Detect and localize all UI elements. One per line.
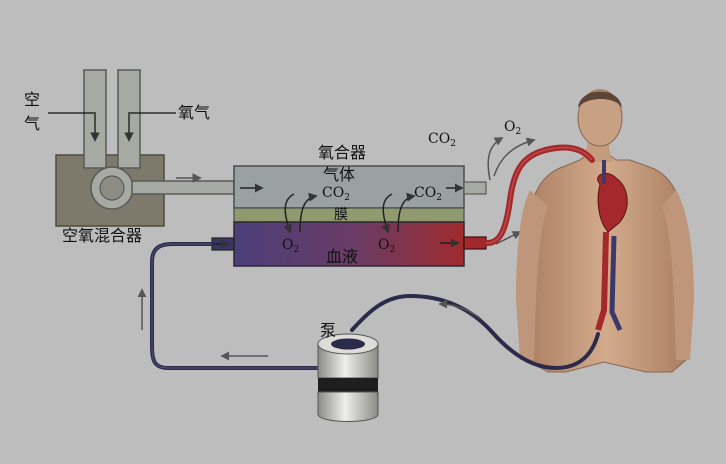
o2-label-blood-1: O2	[282, 237, 300, 255]
mixer-label: 空氧混合器	[62, 226, 143, 245]
mixer-outlet-tube	[131, 180, 235, 195]
vena-cava	[609, 235, 623, 332]
o2-exhaust-label: O2	[504, 119, 522, 137]
aorta	[595, 231, 609, 331]
blood-pump	[317, 333, 379, 422]
oxygenator	[208, 137, 536, 267]
gas-chamber	[233, 165, 465, 209]
co2-diffusion-arrow-2	[397, 192, 416, 233]
o2-diffusion-arrow-1	[283, 193, 295, 234]
air-label-char1: 空	[24, 90, 41, 109]
o2-exhaust-arrow	[493, 137, 536, 177]
membrane	[233, 207, 465, 223]
co2-label-gas-1: CO2	[322, 185, 350, 203]
right-arm	[662, 190, 694, 360]
o2-diffusion-arrow-2	[381, 193, 393, 234]
pump-lower	[317, 391, 379, 422]
pump-band	[318, 378, 378, 392]
to-body-arrow	[495, 231, 522, 245]
oxygen-inlet-label: 氧气	[178, 103, 211, 122]
pump-label: 泵	[320, 321, 337, 340]
co2-label-gas-2: CO2	[414, 185, 442, 203]
co2-exhaust-arrow	[487, 137, 504, 181]
gas-label: 气体	[323, 165, 356, 184]
air-label-char2: 气	[24, 114, 41, 133]
patient-figure	[516, 89, 694, 373]
drain-flow-arrow	[438, 299, 481, 319]
gas-outlet-stub	[463, 181, 487, 195]
co2-diffusion-arrow-1	[299, 192, 318, 233]
left-arm	[516, 190, 548, 360]
heart	[597, 172, 628, 233]
head	[577, 89, 623, 147]
blood-label: 血液	[326, 247, 359, 266]
venous-drainage-tube	[350, 293, 600, 371]
co2-exhaust-label: CO2	[428, 131, 456, 149]
blood-outlet-stub	[463, 236, 487, 250]
oxygenator-label: 氧合器	[318, 143, 367, 162]
gas-mixer	[48, 69, 235, 227]
o2-label-blood-2: O2	[378, 237, 396, 255]
membrane-label: 膜	[334, 207, 348, 223]
